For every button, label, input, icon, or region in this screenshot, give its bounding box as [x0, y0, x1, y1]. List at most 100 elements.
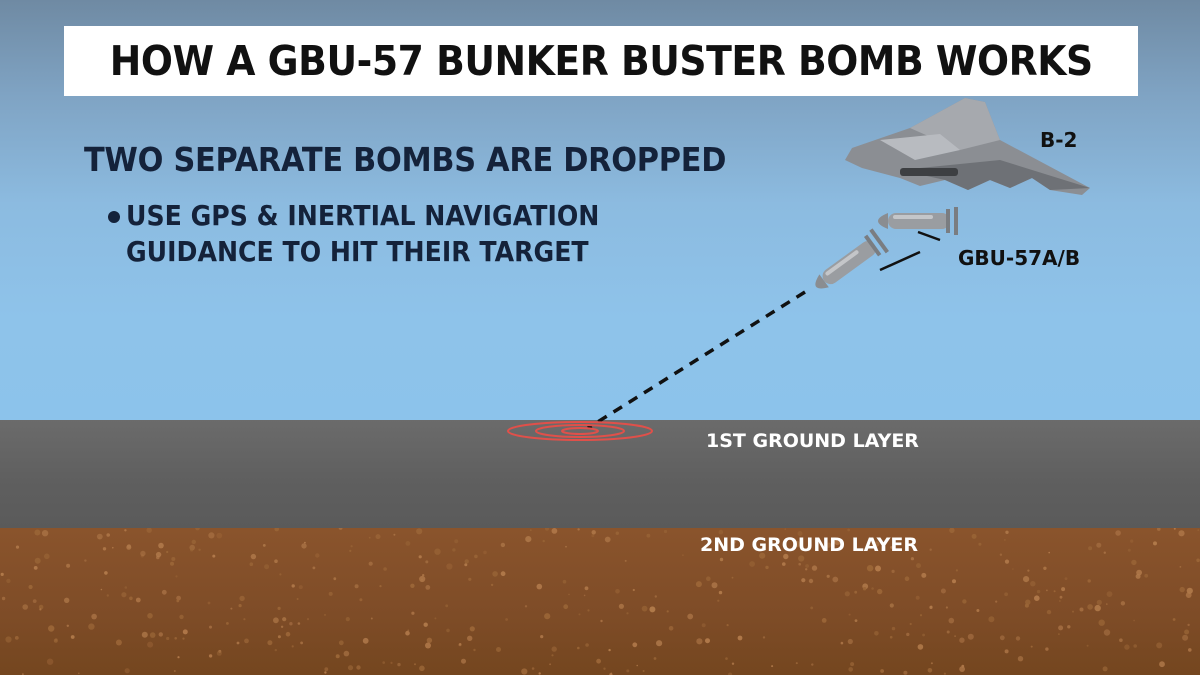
soil-speckle	[826, 542, 832, 548]
soil-speckle	[190, 548, 194, 552]
soil-speckle	[6, 578, 11, 584]
soil-speckle	[291, 645, 294, 648]
soil-speckle	[646, 533, 651, 538]
soil-speckle	[297, 622, 301, 625]
soil-speckle	[759, 552, 766, 559]
soil-speckle	[1012, 568, 1014, 570]
soil-speckle	[1087, 604, 1093, 610]
soil-speckle	[243, 618, 246, 621]
soil-speckle	[1153, 541, 1157, 546]
soil-speckle	[5, 636, 12, 643]
soil-speckle	[716, 542, 719, 545]
soil-speckle	[705, 638, 710, 644]
soil-speckle	[821, 618, 827, 623]
soil-speckle	[948, 617, 955, 624]
soil-speckle	[88, 623, 95, 630]
gbu57-bomb-lower-icon	[815, 228, 889, 289]
soil-speckle	[208, 654, 213, 658]
soil-speckle	[262, 544, 266, 547]
soil-speckle	[106, 594, 110, 597]
soil-speckle	[176, 595, 182, 601]
soil-speckle	[871, 587, 874, 590]
soil-speckle	[170, 561, 174, 566]
soil-speckle	[207, 601, 211, 605]
soil-speckle	[1127, 548, 1131, 552]
soil-speckle	[618, 603, 625, 609]
soil-speckle	[596, 658, 601, 664]
soil-speckle	[794, 540, 801, 548]
soil-speckle	[505, 618, 508, 621]
soil-speckle	[626, 669, 630, 673]
soil-speckle	[274, 559, 278, 563]
soil-speckle	[549, 663, 551, 666]
soil-speckle	[158, 542, 164, 549]
b2-bomber-icon	[845, 98, 1090, 195]
soil-speckle	[1197, 529, 1200, 531]
soil-speckle	[419, 575, 426, 583]
soil-speckle	[1179, 586, 1185, 593]
soil-speckle	[1053, 590, 1056, 593]
soil-speckle	[173, 670, 176, 672]
soil-speckle	[728, 672, 733, 675]
soil-speckle	[1172, 618, 1176, 621]
soil-speckle	[946, 630, 950, 634]
soil-speckle	[112, 546, 114, 549]
soil-speckle	[1046, 609, 1052, 615]
soil-speckle	[454, 539, 459, 544]
soil-speckle	[483, 550, 487, 555]
soil-speckle	[1178, 530, 1185, 537]
soil-speckle	[525, 536, 532, 543]
soil-speckle	[0, 572, 4, 576]
soil-speckle	[585, 643, 589, 647]
soil-speckle	[847, 528, 851, 532]
title-banner: HOW A GBU-57 BUNKER BUSTER BOMB WORKS	[64, 26, 1138, 96]
bullet-text: USE GPS & INERTIAL NAVIGATION GUIDANCE T…	[126, 198, 599, 270]
soil-speckle	[696, 638, 703, 645]
soil-speckle	[636, 664, 638, 667]
soil-speckle	[461, 658, 466, 664]
soil-speckle	[208, 532, 215, 539]
soil-speckle	[544, 613, 551, 620]
soil-speckle	[300, 641, 303, 645]
soil-speckle	[890, 546, 893, 549]
soil-speckle	[945, 606, 949, 609]
soil-speckle	[469, 626, 475, 632]
soil-speckle	[731, 662, 735, 665]
soil-speckle	[1061, 587, 1066, 592]
soil-speckle	[653, 657, 657, 660]
soil-speckle	[782, 562, 786, 566]
soil-speckle	[426, 637, 433, 643]
soil-speckle	[808, 578, 814, 584]
soil-speckle	[315, 553, 320, 558]
soil-speckle	[801, 578, 806, 583]
soil-speckle	[419, 665, 425, 672]
soil-speckle	[624, 559, 627, 562]
soil-speckle	[1124, 644, 1130, 650]
soil-speckle	[1079, 607, 1084, 612]
soil-speckle	[146, 528, 152, 533]
soil-speckle	[604, 536, 611, 543]
soil-speckle	[14, 636, 19, 640]
soil-speckle	[468, 577, 472, 581]
soil-speckle	[285, 631, 291, 637]
soil-speckle	[496, 647, 501, 652]
soil-speckle	[267, 640, 273, 646]
soil-speckle	[212, 554, 216, 558]
soil-speckle	[600, 619, 603, 623]
soil-speckle	[195, 528, 200, 531]
soil-speckle	[473, 648, 476, 652]
soil-speckle	[891, 626, 896, 631]
soil-speckle	[46, 658, 54, 665]
soil-speckle	[832, 576, 839, 583]
soil-speckle	[414, 663, 416, 666]
soil-speckle	[249, 562, 254, 566]
soil-speckle	[718, 529, 724, 535]
soil-speckle	[584, 586, 589, 591]
soil-speckle	[976, 609, 980, 612]
soil-speckle	[954, 635, 956, 637]
soil-speckle	[717, 599, 720, 602]
soil-speckle	[345, 617, 350, 622]
soil-speckle	[1179, 566, 1182, 568]
soil-speckle	[452, 548, 456, 552]
